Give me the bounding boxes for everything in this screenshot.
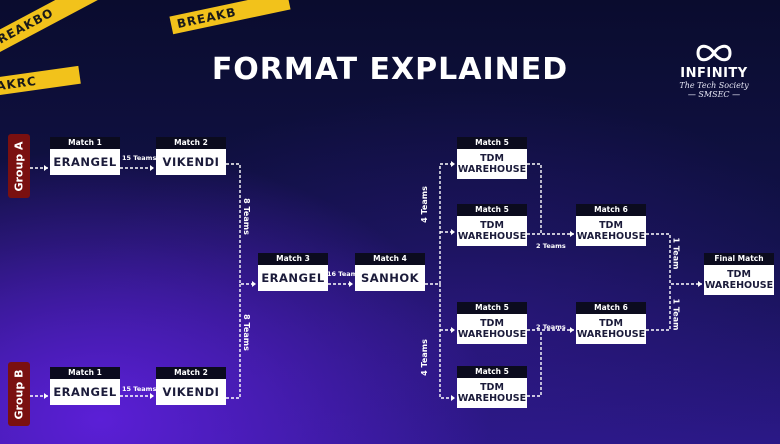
- map-name: ERANGEL: [50, 379, 120, 405]
- connector-group-a-to-match-3: [226, 163, 256, 285]
- map-line-1: TDM: [727, 269, 751, 280]
- node-group-a-match-2: Match 2 VIKENDI: [156, 137, 226, 175]
- infinity-icon: [696, 44, 732, 62]
- connector-m5d-out: [527, 330, 542, 397]
- connector-split-bottom-c-arrowhead: [451, 327, 455, 333]
- connector-split-bottom: [439, 284, 455, 399]
- map-name: ERANGEL: [50, 149, 120, 175]
- match-label: Match 6: [576, 204, 646, 216]
- map-name: ERANGEL: [258, 265, 328, 291]
- connector-m5a-out: [527, 163, 574, 235]
- map-line-2: WAREHOUSE: [457, 231, 527, 242]
- connector-group-a-15-arrowhead: [150, 165, 154, 171]
- edge-label-top-1-team: 1 Team: [671, 237, 681, 270]
- map-line-1: TDM: [480, 318, 504, 329]
- edge-label-bottom-4-teams: 4 Teams: [419, 339, 429, 376]
- group-b-tab: Group B: [8, 362, 30, 426]
- edge-label-group-a-8-teams: 8 Teams: [241, 198, 251, 235]
- map-name: VIKENDI: [156, 149, 226, 175]
- map-line-2: WAREHOUSE: [576, 329, 646, 340]
- match-label: Match 5: [457, 302, 527, 314]
- match-label: Match 3: [258, 253, 328, 265]
- connector-group-b-to-match-3: [226, 284, 241, 399]
- edge-label-group-b-8-teams: 8 Teams: [241, 314, 251, 351]
- logo-name: INFINITY: [680, 66, 748, 81]
- node-group-b-match-2: Match 2 VIKENDI: [156, 367, 226, 405]
- node-group-a-match-1: Match 1 ERANGEL: [50, 137, 120, 175]
- edge-label-group-a-15-teams: 15 Teams: [122, 154, 157, 162]
- connector-group-a-to-match-3-arrowhead: [252, 281, 256, 287]
- map-line-1: TDM: [480, 382, 504, 393]
- map-line-2: WAREHOUSE: [457, 393, 527, 404]
- map-name: SANHOK: [355, 265, 425, 291]
- edge-label-bottom-2-teams: 2 Teams: [536, 323, 566, 331]
- connector-group-b-15-arrowhead: [150, 393, 154, 399]
- map-line-2: WAREHOUSE: [576, 231, 646, 242]
- match-label: Match 6: [576, 302, 646, 314]
- edge-label-match-3-16-teams: 16 Teams: [327, 270, 362, 278]
- infinity-logo: INFINITY The Tech Society — SMSEC —: [672, 42, 756, 99]
- match-label: Match 1: [50, 367, 120, 379]
- node-group-b-match-1: Match 1 ERANGEL: [50, 367, 120, 405]
- connector-split-top: [439, 163, 455, 284]
- connector-m5a-out-arrowhead: [570, 231, 574, 237]
- group-a-label: Group A: [12, 140, 26, 192]
- connector-m6a-out: [646, 233, 702, 285]
- logo-sub: — SMSEC —: [687, 90, 741, 99]
- map-line-1: TDM: [480, 220, 504, 231]
- map-line-2: WAREHOUSE: [457, 329, 527, 340]
- match-label: Match 5: [457, 137, 527, 149]
- page-title: FORMAT EXPLAINED: [211, 52, 569, 87]
- map-line-1: TDM: [599, 318, 623, 329]
- map-line-1: TDM: [480, 153, 504, 164]
- connector-group-a-tab-arrowhead: [44, 165, 48, 171]
- group-b-label: Group B: [12, 369, 26, 419]
- match-label: Match 1: [50, 137, 120, 149]
- node-match-4: Match 4 SANHOK: [355, 253, 425, 291]
- connector-match-3-16-arrowhead: [349, 281, 353, 287]
- edge-label-top-2-teams: 2 Teams: [536, 242, 566, 250]
- map-name: VIKENDI: [156, 379, 226, 405]
- connector-split-bottom-arrowhead: [451, 395, 455, 401]
- edge-label-bottom-1-team: 1 Team: [671, 298, 681, 331]
- match-label: Match 5: [457, 366, 527, 378]
- connector-m5c-out-arrowhead: [570, 327, 574, 333]
- map-line-1: TDM: [599, 220, 623, 231]
- connector-split-top-arrowhead: [451, 161, 455, 167]
- match-label: Final Match: [704, 253, 774, 265]
- connector-split-top-b-arrowhead: [451, 229, 455, 235]
- map-line-2: WAREHOUSE: [704, 280, 774, 291]
- map-line-2: WAREHOUSE: [457, 164, 527, 175]
- connector-m6b-out: [646, 284, 671, 331]
- match-label: Match 2: [156, 137, 226, 149]
- connector-group-b-tab-arrowhead: [44, 393, 48, 399]
- match-label: Match 2: [156, 367, 226, 379]
- edge-label-group-b-15-teams: 15 Teams: [122, 385, 157, 393]
- match-label: Match 4: [355, 253, 425, 265]
- match-label: Match 5: [457, 204, 527, 216]
- logo-tagline: The Tech Society: [679, 81, 749, 90]
- connector-m6a-out-arrowhead: [698, 281, 702, 287]
- node-match-3: Match 3 ERANGEL: [258, 253, 328, 291]
- group-a-tab: Group A: [8, 134, 30, 198]
- edge-label-top-4-teams: 4 Teams: [419, 186, 429, 223]
